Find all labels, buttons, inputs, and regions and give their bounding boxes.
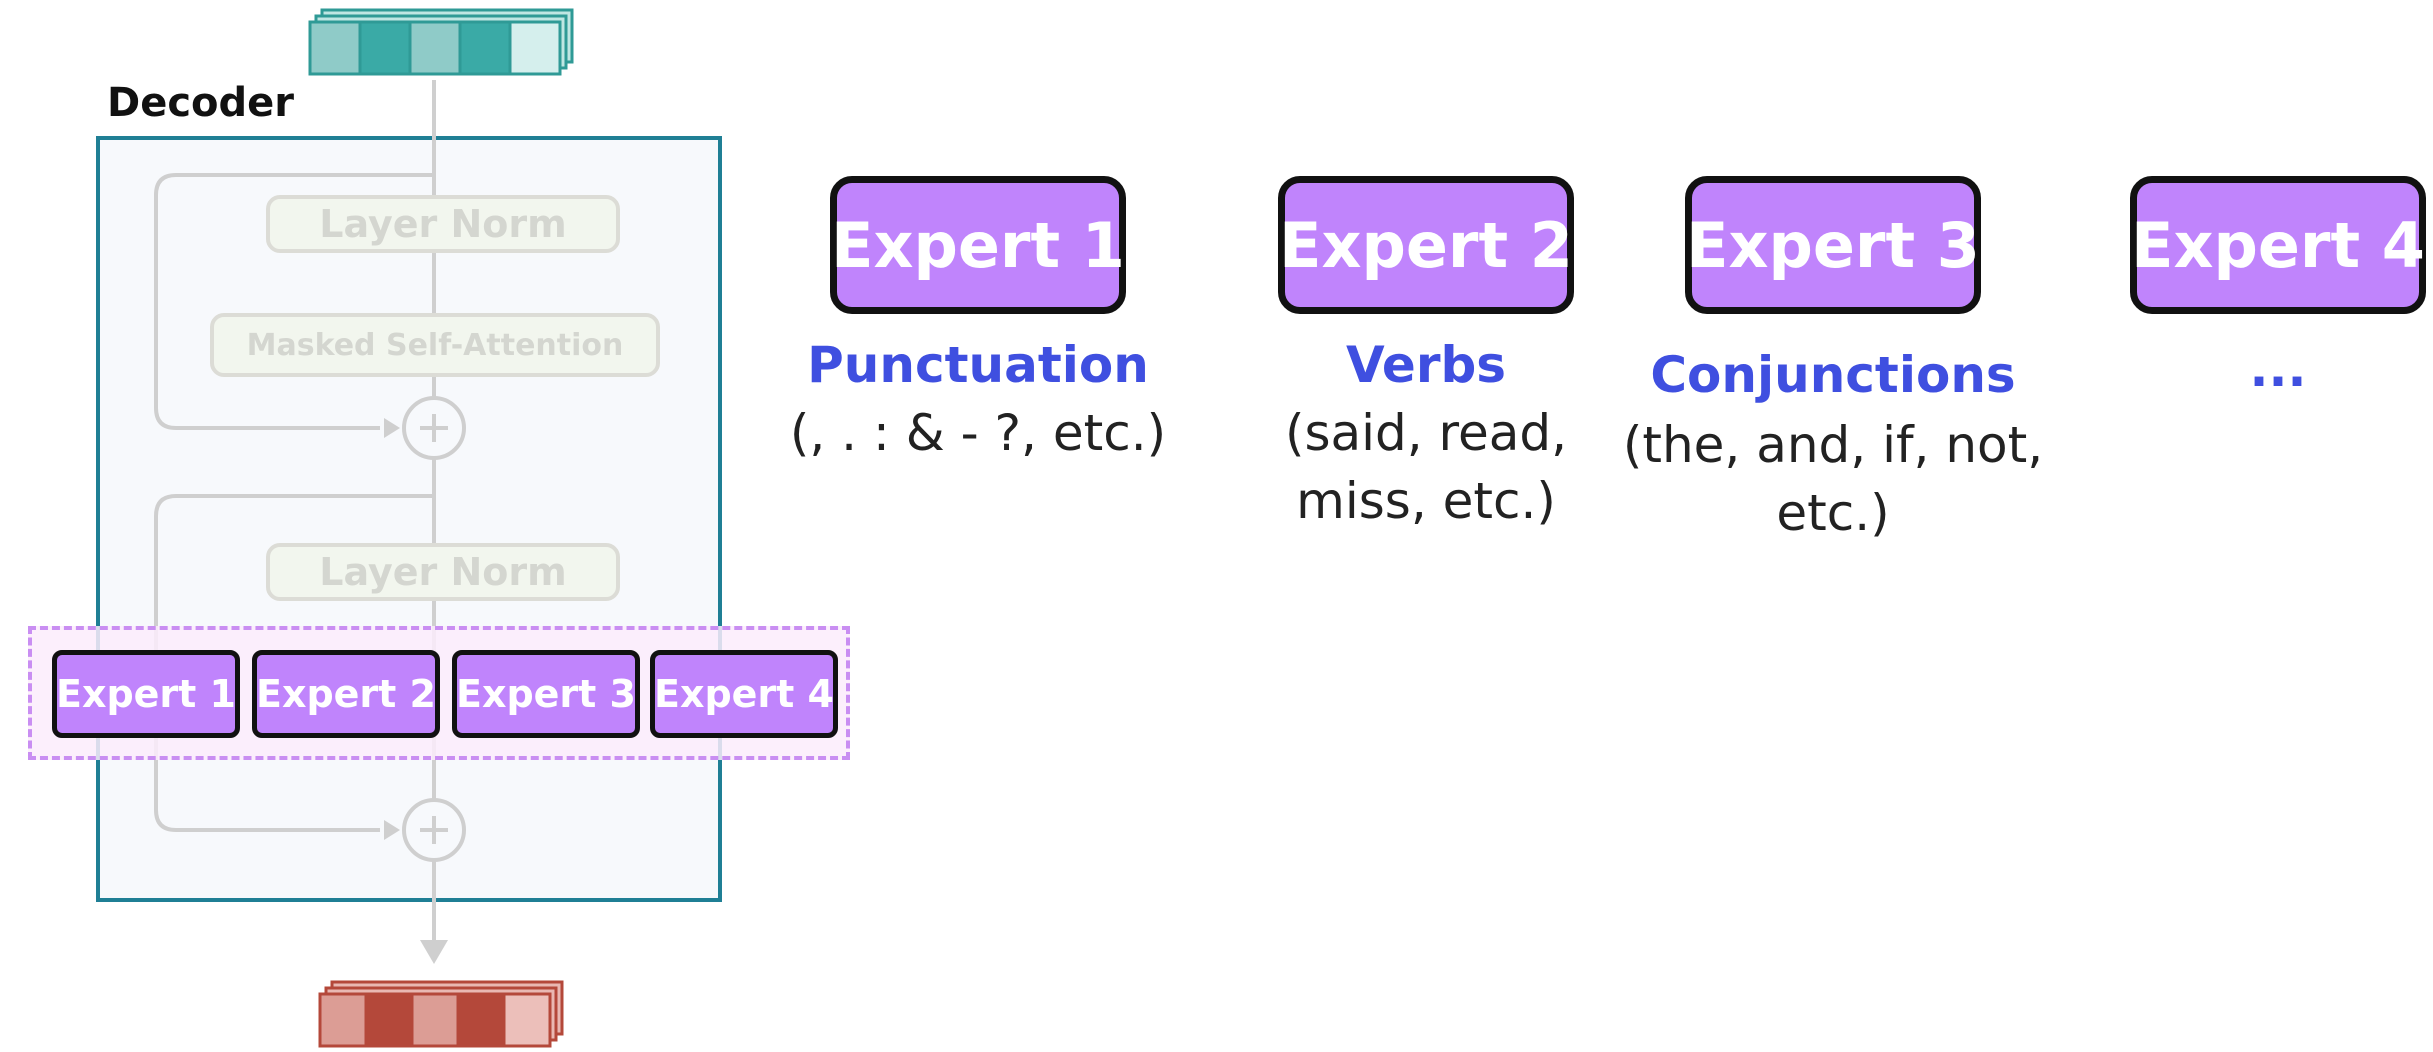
decoder-title: Decoder [107, 80, 295, 126]
masked-self-attention-box: Masked Self-Attention [210, 313, 660, 377]
input-token-stack [308, 8, 574, 76]
expert-1-box: Expert 1 [830, 176, 1126, 314]
layer-norm-top: Layer Norm [266, 195, 620, 253]
expert-1-category: Punctuation [807, 336, 1149, 394]
expert-3-box: Expert 3 [1685, 176, 1981, 314]
layer-norm-bottom: Layer Norm [266, 543, 620, 601]
expert-1-examples: (, . : & - ?, etc.) [789, 404, 1167, 462]
expert-2-box: Expert 2 [1278, 176, 1574, 314]
expert-2-examples: (said, read, miss, etc.) [1284, 404, 1568, 530]
decoder-box [96, 136, 722, 902]
decoder-diagram: Decoder Layer Norm Masked Self-Attention… [0, 0, 900, 1052]
moe-expert-1: Expert 1 [52, 650, 240, 738]
output-arrow [420, 940, 448, 964]
expert-2-category: Verbs [1345, 336, 1507, 394]
output-token-stack [318, 980, 564, 1048]
expert-3-examples: (the, and, if, not, etc.) [1622, 416, 2044, 542]
moe-expert-2: Expert 2 [252, 650, 440, 738]
expert-3-category: Conjunctions [1650, 346, 2016, 404]
moe-expert-3: Expert 3 [452, 650, 640, 738]
expert-4-category: ... [2249, 340, 2307, 398]
expert-4-box: Expert 4 [2130, 176, 2426, 314]
moe-expert-4: Expert 4 [650, 650, 838, 738]
decoder-connections [96, 8, 722, 1048]
